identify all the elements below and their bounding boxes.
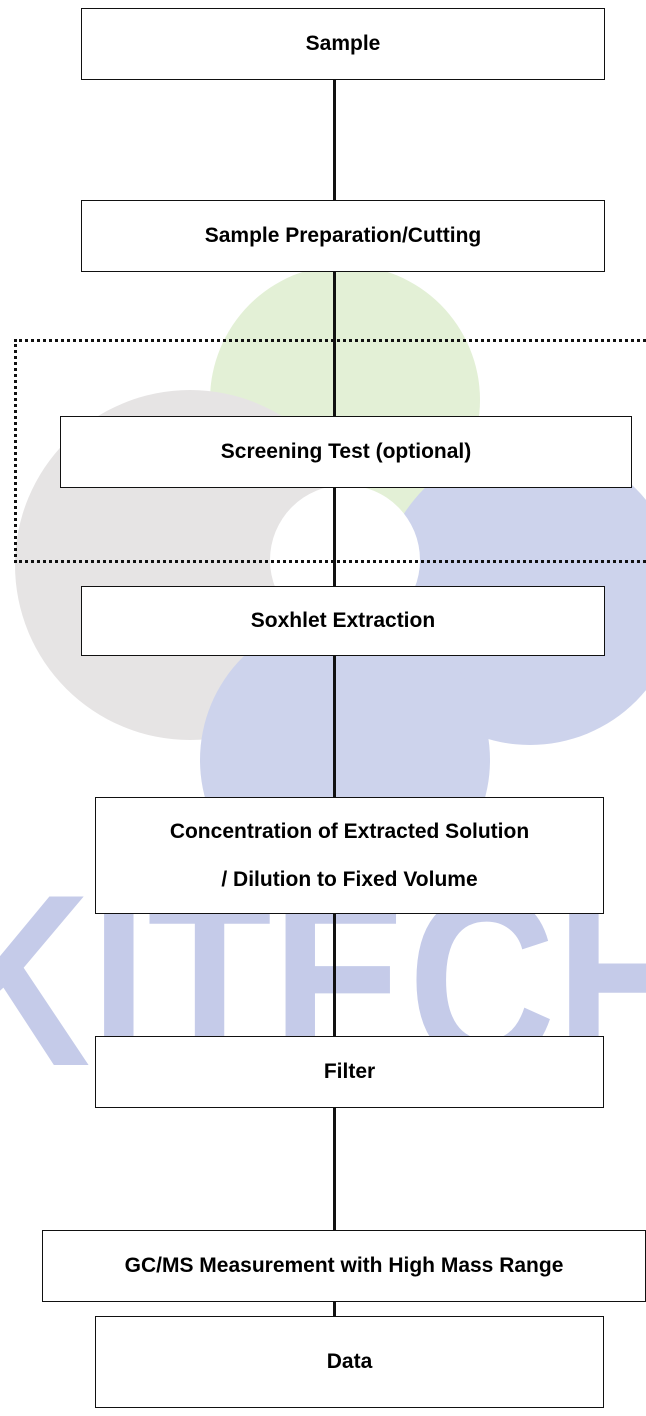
step-concentration-label-line2: / Dilution to Fixed Volume [221,867,478,891]
step-screening-test-label: Screening Test (optional) [220,440,472,463]
step-soxhlet-extraction-box: Soxhlet Extraction [81,586,605,656]
step-data-box: Data [95,1316,604,1408]
step-filter-box: Filter [95,1036,604,1108]
step-data-label: Data [326,1350,373,1373]
step-sample-label: Sample [305,32,381,55]
step-soxhlet-extraction-label: Soxhlet Extraction [250,609,436,632]
step-concentration-label-line1: Concentration of Extracted Solution [169,819,530,843]
step-sample-preparation-label: Sample Preparation/Cutting [204,224,482,247]
step-gcms-measurement-label: GC/MS Measurement with High Mass Range [124,1254,564,1277]
step-concentration-box: Concentration of Extracted Solution / Di… [95,797,604,914]
step-screening-test-box: Screening Test (optional) [60,416,632,488]
optional-step-bracket [14,339,646,563]
step-sample-box: Sample [81,8,605,80]
step-gcms-measurement-box: GC/MS Measurement with High Mass Range [42,1230,646,1302]
step-filter-label: Filter [323,1060,376,1083]
step-sample-preparation-box: Sample Preparation/Cutting [81,200,605,272]
flow-connector-line [333,78,336,1318]
